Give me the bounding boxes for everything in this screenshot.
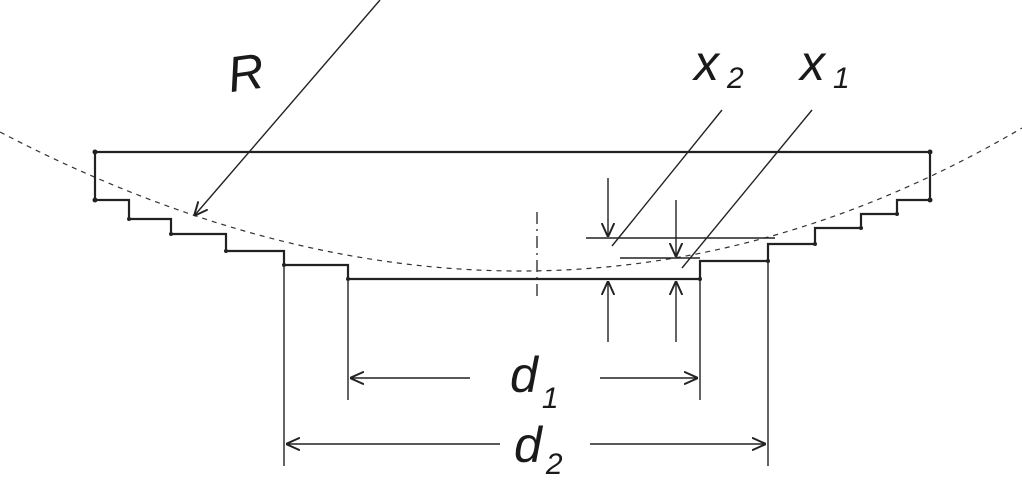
x2-label-main: x (692, 35, 721, 91)
x1-label-main: x (798, 35, 827, 91)
x1-leader-line (681, 109, 813, 269)
d1-label-subscript: 1 (542, 382, 559, 415)
d1-label-main: d (510, 347, 540, 403)
reference-arc (0, 127, 1022, 272)
x2-leader-line (611, 109, 723, 247)
x2-label-subscript: 2 (726, 62, 744, 95)
radius-arrow (194, 0, 381, 216)
x1-label-subscript: 1 (833, 62, 850, 95)
stepped-profile (93, 150, 932, 281)
profile-vertex-dots (92, 149, 933, 281)
radius-label: R (224, 43, 268, 103)
d2-label-main: d (514, 417, 544, 473)
d2-label-subscript: 2 (545, 448, 563, 481)
